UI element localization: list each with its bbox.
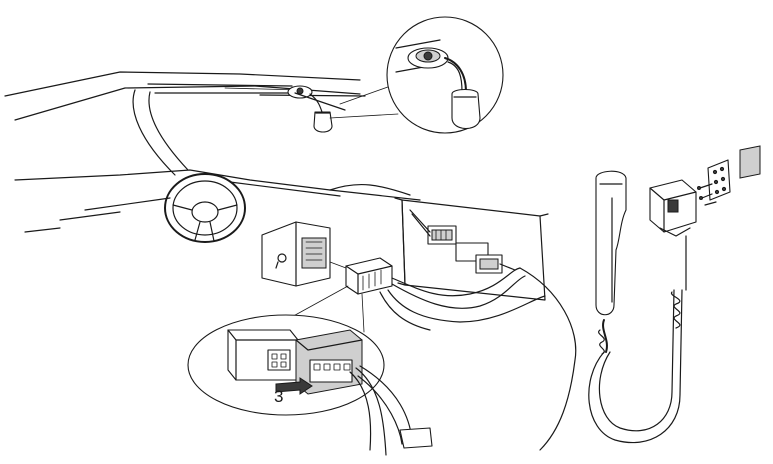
- mounting-bracket: [697, 159, 731, 206]
- microphone-cable: [294, 92, 346, 111]
- antenna-cable: [519, 267, 577, 451]
- telephone-handset: [588, 170, 683, 444]
- car-radio-unit: [261, 221, 331, 287]
- wiring-harness: [329, 183, 546, 331]
- steering-wheel: [164, 173, 246, 243]
- step-number-label: 3: [274, 387, 283, 406]
- connector-detail-callout: [187, 285, 433, 456]
- microphone-icon: [395, 39, 481, 130]
- adhesive-pad: [739, 145, 761, 179]
- handset-cradle: [649, 179, 697, 291]
- microphone-mount: [287, 85, 333, 133]
- car-body-outline: [4, 71, 421, 233]
- adaptor-connector: [329, 257, 393, 295]
- connector-icon: [227, 329, 363, 395]
- microphone-detail-callout: [329, 16, 504, 134]
- dashboard-panel: [394, 197, 549, 301]
